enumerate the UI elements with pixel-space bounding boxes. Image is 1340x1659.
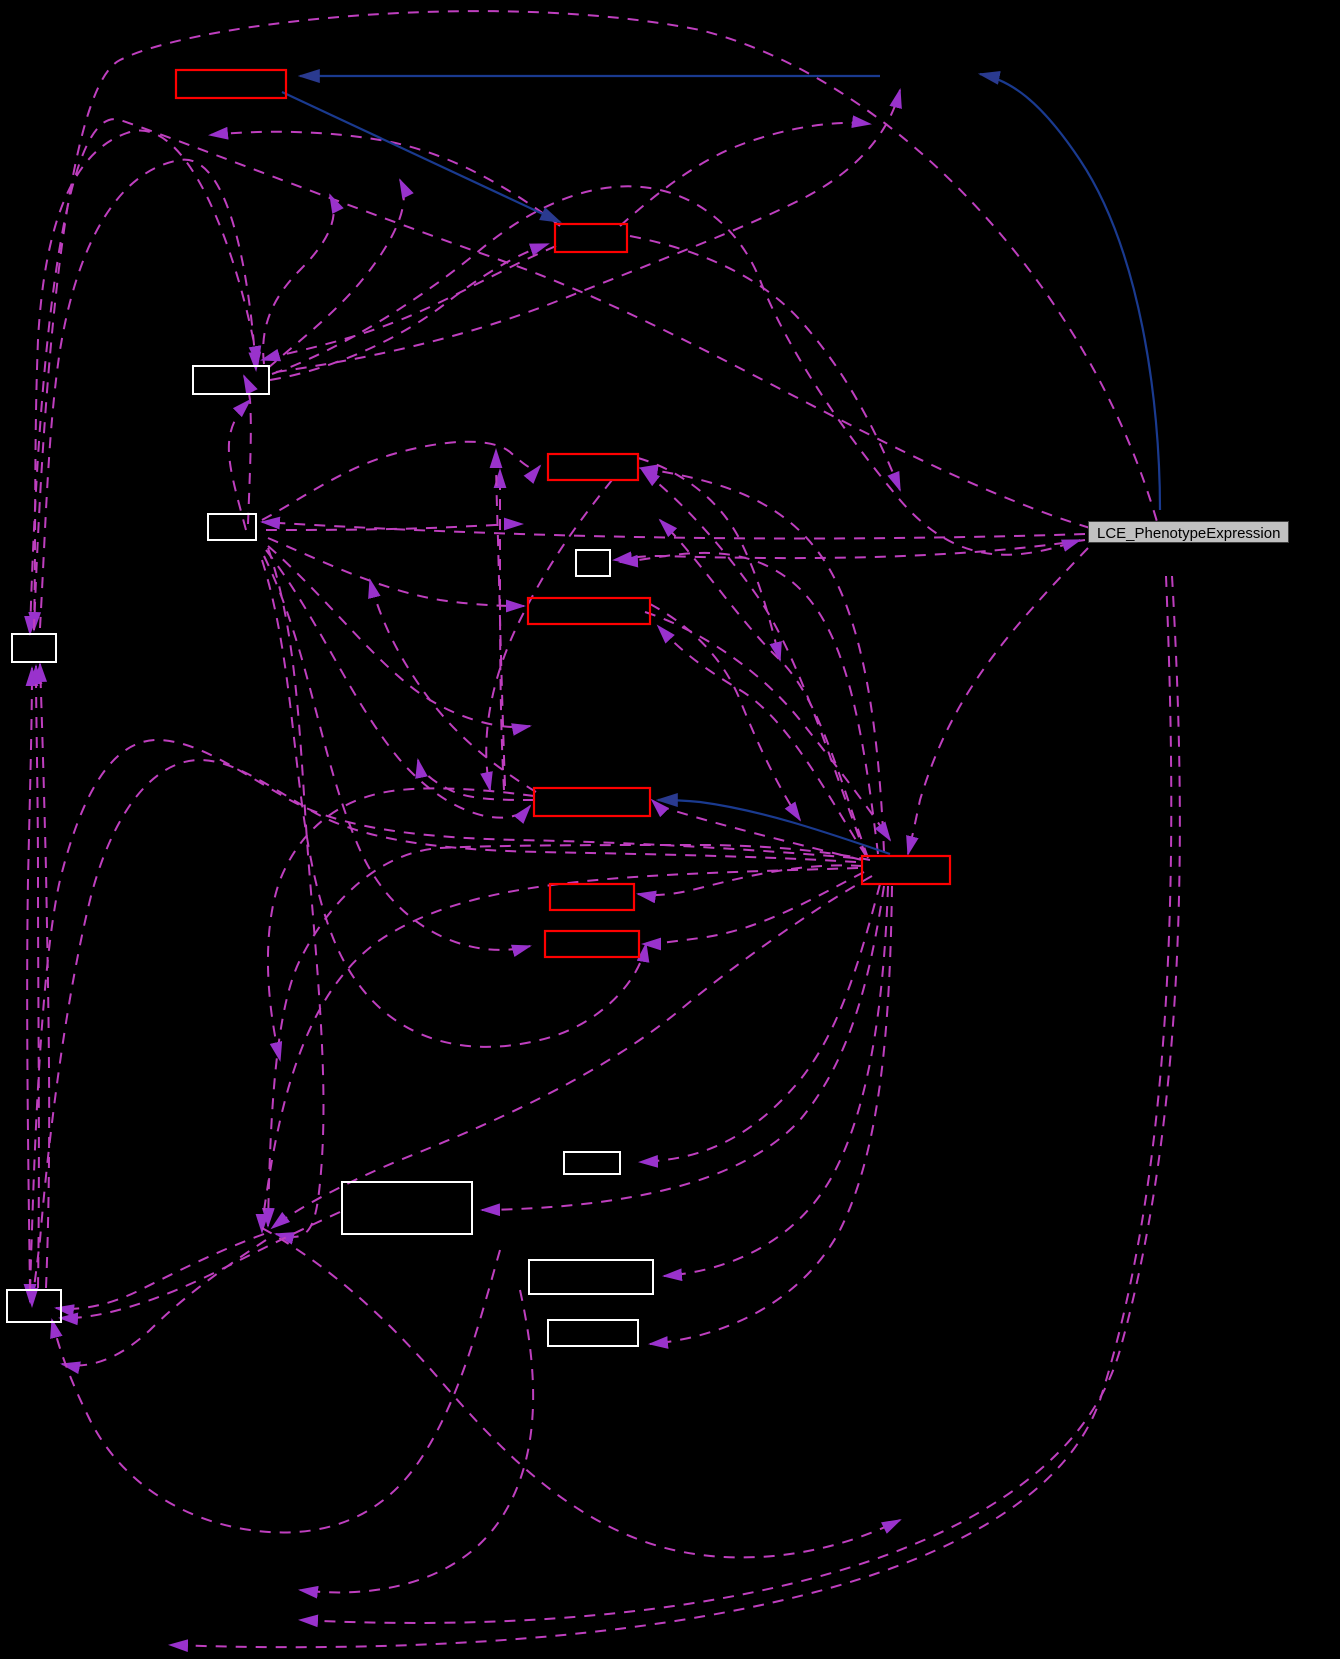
node-box[interactable] — [6, 1289, 62, 1323]
node-box[interactable] — [546, 452, 640, 482]
node-box[interactable] — [207, 513, 257, 541]
node-box[interactable] — [543, 929, 641, 959]
node-box[interactable] — [575, 549, 611, 577]
node-box[interactable] — [563, 1151, 621, 1175]
node-box[interactable] — [341, 1181, 473, 1235]
solid-edge-group — [281, 68, 1162, 856]
node-box[interactable] — [192, 365, 270, 395]
node-box[interactable] — [553, 222, 629, 254]
node-box[interactable] — [548, 882, 636, 912]
dashed-edge-group — [23, 10, 1181, 1653]
node-box[interactable] — [528, 1259, 654, 1295]
node-group — [6, 68, 952, 1347]
focus-node-lce-phenotypeexpression[interactable]: LCE_PhenotypeExpression — [1088, 521, 1290, 543]
node-box[interactable] — [174, 68, 288, 100]
node-box[interactable] — [526, 596, 652, 626]
node-box[interactable] — [11, 633, 57, 663]
node-box[interactable] — [532, 786, 652, 818]
node-box[interactable] — [547, 1319, 639, 1347]
node-box[interactable] — [860, 854, 952, 886]
